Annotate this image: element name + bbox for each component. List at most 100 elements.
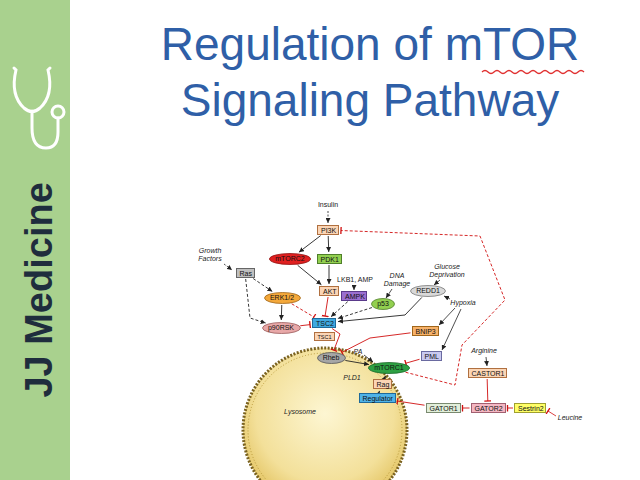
protein-box: TSC2 (312, 318, 336, 328)
annotation-label: Glucose Deprivation (425, 263, 469, 278)
node-label: PML (425, 353, 439, 361)
activation-arrow (281, 305, 283, 320)
protein-box: Regulator (359, 393, 396, 403)
annotation-label: Growth Factors (193, 247, 227, 262)
protein-ellipse: p53 (371, 298, 395, 310)
protein-ellipse: p90RSK (262, 322, 301, 334)
node-label: ERK1/2 (270, 294, 294, 302)
channel-name: JJ Medicine (19, 182, 61, 397)
annotation-label: Arginine (471, 347, 497, 355)
inhibition-line (325, 297, 328, 316)
annotation-label: Leucine (558, 414, 583, 422)
inhibition-line (341, 231, 505, 385)
spellcheck-underline (482, 71, 584, 74)
leader-line (434, 280, 440, 285)
protein-ellipse: mTORC1 (368, 362, 410, 374)
node-label: BNIP3 (416, 328, 436, 336)
leader-line (386, 289, 392, 298)
side-band (0, 0, 70, 480)
node-label: Ras (240, 270, 252, 278)
leader-line (444, 296, 450, 299)
activation-arrow (345, 360, 369, 364)
protein-ellipse: ERK1/2 (264, 292, 301, 304)
node-label: GATOR2 (475, 405, 503, 413)
inhibition-line (508, 408, 514, 409)
node-label: GATOR1 (430, 405, 458, 413)
node-label: Rag (377, 381, 390, 389)
inhibition-line (342, 333, 411, 353)
inhibition-line (300, 325, 310, 326)
ellipse-shape (411, 286, 446, 297)
activation-arrow (298, 265, 322, 284)
protein-ellipse: REDD1 (410, 285, 446, 297)
activation-arrow (385, 376, 386, 378)
activation-arrow (329, 265, 330, 284)
protein-box: Rag (373, 379, 392, 389)
annotation-label: Insulin (318, 201, 338, 209)
node-label: CASTOR1 (472, 370, 505, 378)
annotation-label: Hypoxia (450, 299, 475, 307)
activation-arrow (338, 297, 422, 321)
activation-arrow (299, 236, 321, 253)
node-label: AMPK (345, 293, 365, 301)
annotation-label: PLD1 (343, 374, 361, 382)
leader-line (486, 357, 487, 366)
inhibition-line (292, 304, 314, 317)
inhibition-line (463, 408, 470, 409)
protein-ellipse: Rheb (317, 352, 346, 364)
lysosome-organelle (243, 348, 407, 480)
node-label: PDK1 (321, 256, 339, 264)
node-label: AKT (323, 288, 337, 296)
activation-arrow (338, 308, 372, 319)
activation-arrow (379, 391, 380, 392)
ellipse-shape (262, 323, 300, 334)
inhibition-line (487, 379, 489, 401)
node-label: REDD1 (416, 287, 440, 295)
annotation-label: DNA Damage (382, 272, 412, 287)
ellipse-shape (369, 363, 410, 374)
node-label: p53 (377, 300, 389, 308)
activation-arrow (328, 236, 330, 252)
protein-box: Ras (236, 268, 255, 278)
protein-ellipse: mTORC2 (269, 253, 311, 265)
annotation-label: Lysosome (284, 408, 316, 416)
activation-arrow (331, 302, 348, 317)
annotation-label: LKB1, AMP (337, 276, 373, 284)
node-label: Regulator (363, 395, 393, 403)
node-label: TSC1 (318, 334, 332, 340)
inhibition-line (397, 401, 424, 405)
leader-line (439, 308, 455, 325)
protein-box: AMPK (341, 291, 367, 301)
protein-box: PDK1 (317, 254, 342, 264)
leader-line (328, 211, 329, 223)
node-label: mTORC1 (374, 364, 403, 372)
ellipse-shape (270, 254, 311, 265)
node-label: TSC2 (316, 320, 334, 328)
node-label: PI3K (321, 227, 336, 235)
title: Regulation of mTOR Signaling Pathway (120, 16, 620, 128)
ellipse-shape (264, 293, 300, 304)
node-label: p90RSK (268, 324, 294, 332)
leader-line (224, 264, 232, 270)
protein-box: TSC1 (314, 332, 335, 341)
protein-box: GATOR2 (471, 403, 506, 413)
ellipse-shape (317, 353, 345, 364)
inhibition-line (406, 359, 420, 363)
node-label: Rheb (323, 354, 340, 362)
node-label: mTORC2 (275, 255, 304, 263)
leader-line (442, 309, 461, 350)
ellipse-shape (372, 299, 395, 310)
activation-arrow (246, 279, 266, 323)
protein-box: GATOR1 (426, 403, 461, 413)
protein-box: Sestrin2 (514, 403, 546, 413)
annotation-label: PA (354, 348, 363, 356)
protein-box: PML (421, 351, 442, 361)
protein-box: PI3K (317, 225, 339, 235)
protein-box: CASTOR1 (468, 368, 507, 378)
protein-box: BNIP3 (412, 326, 439, 336)
leader-lines (224, 211, 556, 416)
leader-line (354, 285, 355, 290)
leader-line (364, 355, 373, 362)
